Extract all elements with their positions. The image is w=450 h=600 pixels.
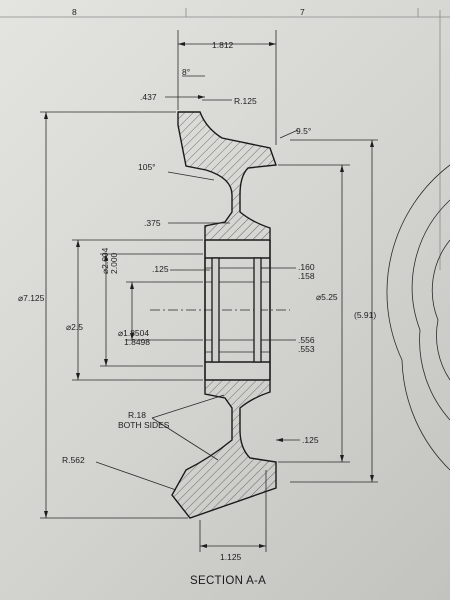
dim-groove-offset: .125 [152, 264, 169, 274]
groove-left [211, 257, 220, 363]
dim-shoulder-dia: ⌀2.5 [66, 322, 83, 332]
dim-hub-dia: ⌀5.25 [316, 292, 338, 302]
dim-fillet-radius: R.18 [128, 410, 146, 420]
arrowheads [44, 42, 374, 548]
dim-ref-dia: (5.91) [354, 310, 376, 320]
dim-overall-width: 1.812 [212, 40, 234, 50]
dim-spacing-a: .556 [298, 335, 315, 345]
dim-groove-width-b: .158 [298, 271, 315, 281]
dim-hub-width: 1.125 [220, 552, 242, 562]
dim-bottom-radius: R.562 [62, 455, 85, 465]
adjacent-view-arcs [386, 164, 450, 471]
groove-right [253, 257, 262, 363]
zone-mark-8: 8 [72, 7, 77, 17]
dim-lip: .437 [140, 92, 157, 102]
dim-groove-width-a: .160 [298, 262, 315, 272]
dim-rim-offset: .125 [302, 435, 319, 445]
dim-outer-dia: ⌀7.125 [18, 293, 45, 303]
section-title: SECTION A-A [190, 575, 266, 587]
dim-top-radius: R.125 [234, 96, 257, 106]
dim-bore-inner-min: 1.8498 [124, 337, 150, 347]
section-upper-hatch [177, 111, 277, 241]
zone-mark-7: 7 [300, 7, 305, 17]
dim-draft-angle: 9.5° [296, 126, 311, 136]
section-lower-hatch [171, 379, 277, 519]
dim-web-thickness: .375 [144, 218, 161, 228]
dim-bore-outer-min: 2.000 [109, 252, 119, 274]
dim-spacing-b: .553 [298, 344, 315, 354]
dim-chamfer-angle: 8° [182, 67, 190, 77]
drawing-border: 8 7 [0, 7, 450, 270]
dim-web-angle: 105° [138, 162, 156, 172]
extension-lines [40, 30, 378, 552]
dim-fillet-note: BOTH SIDES [118, 420, 170, 430]
